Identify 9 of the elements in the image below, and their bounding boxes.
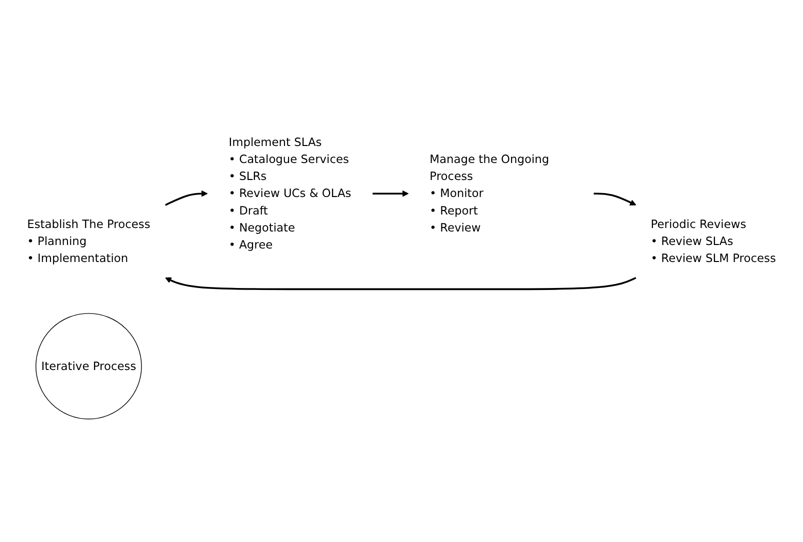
node-text: Implement SLAs • Catalogue Services • SLRs • Review UCs & OLAs • Draft • Negotiate • Agree <box>228 135 352 252</box>
node-text: Establish The Process • Planning • Implementation <box>27 217 150 265</box>
arrow <box>372 190 409 197</box>
arrow <box>165 190 208 206</box>
node-circle: Iterative Process <box>36 313 142 420</box>
arrow <box>165 276 636 290</box>
node-text: Manage the Ongoing Process • Monitor • Report • Review <box>430 152 550 234</box>
node-text: Periodic Reviews • Review SLAs • Review SLM Process <box>650 217 776 265</box>
arrow <box>594 192 636 206</box>
